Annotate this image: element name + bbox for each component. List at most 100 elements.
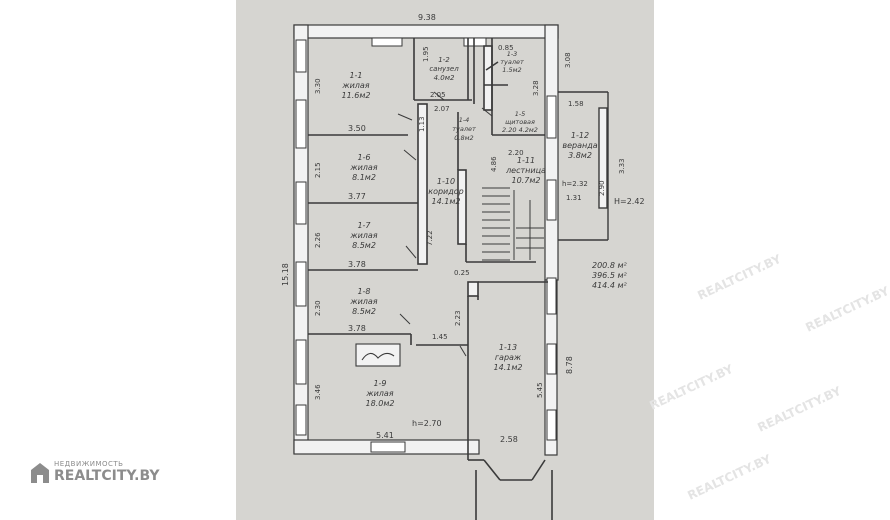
room-name: лестница <box>505 166 546 175</box>
dim-r11-w: 3.50 <box>348 124 366 133</box>
door-marks <box>397 91 493 357</box>
room-number: 1-7 <box>357 221 371 230</box>
dim-205: 2.05 <box>430 91 446 99</box>
house-logo-icon <box>31 463 49 483</box>
room-area: 8.5м2 <box>352 307 376 316</box>
room-number: 1-4 <box>459 116 470 124</box>
dim-545: 5.45 <box>536 382 544 398</box>
height-room: h=2.70 <box>412 419 442 428</box>
heater-symbol <box>355 343 401 367</box>
room-area: 18.0м2 <box>366 399 395 408</box>
dim-top-width: 9.38 <box>418 13 436 22</box>
dim-195: 1.95 <box>422 46 430 62</box>
dimensions: 9.38 15.18 8.78 3.30 2.15 2.26 2.30 3.46… <box>281 13 645 444</box>
room-area: 14.1м2 <box>494 363 523 372</box>
windows <box>295 37 557 453</box>
dim-r17-h: 2.26 <box>314 232 322 248</box>
dim-308: 3.08 <box>564 52 572 68</box>
dim-220: 2.20 <box>508 149 524 157</box>
room-name: щитовая <box>505 118 535 126</box>
room-name: жилая <box>349 163 377 172</box>
total-line-3: 414.4 м² <box>592 281 627 290</box>
dim-722: 7.22 <box>426 230 434 246</box>
interior-walls <box>308 38 553 520</box>
dim-r16-h: 2.15 <box>314 162 322 178</box>
room-name: туалет <box>500 58 524 66</box>
total-line-2: 396.5 м² <box>592 271 627 280</box>
room-number: 1-9 <box>373 379 386 388</box>
room-name: коридор <box>428 187 464 196</box>
room-number: 1-5 <box>515 110 526 118</box>
room-1-8: 1-8 жилая 8.5м2 <box>349 287 377 316</box>
dim-207: 2.07 <box>434 105 450 113</box>
dim-158: 1.58 <box>568 100 584 108</box>
dim-145: 1.45 <box>432 333 448 341</box>
room-number: 1-2 <box>438 56 450 64</box>
room-number: 1-12 <box>571 131 589 140</box>
room-name: жилая <box>365 389 393 398</box>
room-1-12: 1-12 веранда 3.8м2 <box>562 131 597 160</box>
watermark: REALTCITY.BY <box>685 452 773 503</box>
dim-486: 4.86 <box>490 156 498 172</box>
dim-r18-h: 2.30 <box>314 300 322 316</box>
room-name: гараж <box>495 353 522 362</box>
dim-113: 1.13 <box>418 116 426 132</box>
dim-r11-h: 3.30 <box>314 78 322 94</box>
dim-left-depth: 15.18 <box>281 263 290 286</box>
dim-085: 0.85 <box>498 44 514 52</box>
dim-r17-w: 3.78 <box>348 260 366 269</box>
brand-tagline: НЕДВИЖИМОСТЬ <box>54 460 124 468</box>
room-area: 4.0м2 <box>434 74 455 82</box>
room-labels: 1-1 жилая 11.6м2 1-2 санузел 4.0м2 1-3 т… <box>341 50 597 408</box>
dim-290: 2.90 <box>598 180 606 196</box>
watermark: REALTCITY.BY <box>647 362 735 413</box>
room-1-13: 1-13 гараж 14.1м2 <box>494 343 523 372</box>
room-area: 11.6м2 <box>342 91 371 100</box>
room-number: 1-13 <box>499 343 517 352</box>
dim-r18-w: 3.78 <box>348 324 366 333</box>
floor-plan: 9.38 15.18 8.78 3.30 2.15 2.26 2.30 3.46… <box>281 13 645 520</box>
staircase <box>482 187 544 261</box>
room-number: 1-6 <box>357 153 370 162</box>
room-name: жилая <box>341 81 369 90</box>
room-1-6: 1-6 жилая 8.1м2 <box>349 153 377 182</box>
dim-328: 3.28 <box>532 80 540 96</box>
room-number: 1-1 <box>349 71 362 80</box>
room-name: туалет <box>452 125 476 133</box>
room-area: 3.8м2 <box>568 151 592 160</box>
room-name: жилая <box>349 231 377 240</box>
room-1-10: 1-10 коридор 14.1м2 <box>428 177 464 206</box>
veranda-walls <box>558 91 609 241</box>
room-area: 8.1м2 <box>352 173 376 182</box>
watermark: REALTCITY.BY <box>695 252 783 303</box>
room-1-7: 1-7 жилая 8.5м2 <box>349 221 377 250</box>
dim-025: 0.25 <box>454 269 470 277</box>
room-name: жилая <box>349 297 377 306</box>
room-area: 1.5м2 <box>502 66 521 74</box>
area-totals: 200.8 м² 396.5 м² 414.4 м² <box>592 261 627 290</box>
room-number: 1-11 <box>517 156 535 165</box>
room-1-3: 1-3 туалет 1.5м2 <box>500 50 524 74</box>
room-1-2: 1-2 санузел 4.0м2 <box>429 56 459 82</box>
room-number: 1-3 <box>507 50 518 58</box>
room-1-11: 1-11 лестница 10.7м2 <box>505 156 546 185</box>
dim-333: 3.33 <box>618 158 626 174</box>
room-1-9: 1-9 жилая 18.0м2 <box>365 379 394 408</box>
dim-r19-h: 3.46 <box>314 384 322 400</box>
height-veranda: H=2.42 <box>614 197 645 206</box>
room-area: 14.1м2 <box>432 197 461 206</box>
room-area: 8.5м2 <box>352 241 376 250</box>
room-area: 10.7м2 <box>512 176 541 185</box>
dim-r19-w: 5.41 <box>376 431 394 440</box>
brand-name: REALTCITY.BY <box>54 468 160 484</box>
dim-r16-w: 3.77 <box>348 192 366 201</box>
room-number: 1-10 <box>437 177 455 186</box>
dim-right-depth: 8.78 <box>565 356 574 374</box>
watermark: REALTCITY.BY <box>803 284 890 335</box>
room-area: 0.8м2 <box>454 134 473 142</box>
room-1-4: 1-4 туалет 0.8м2 <box>452 116 476 142</box>
room-number: 1-8 <box>357 287 370 296</box>
dim-258: 2.58 <box>500 435 518 444</box>
room-name: санузел <box>429 65 459 73</box>
room-name: веранда <box>562 141 597 150</box>
